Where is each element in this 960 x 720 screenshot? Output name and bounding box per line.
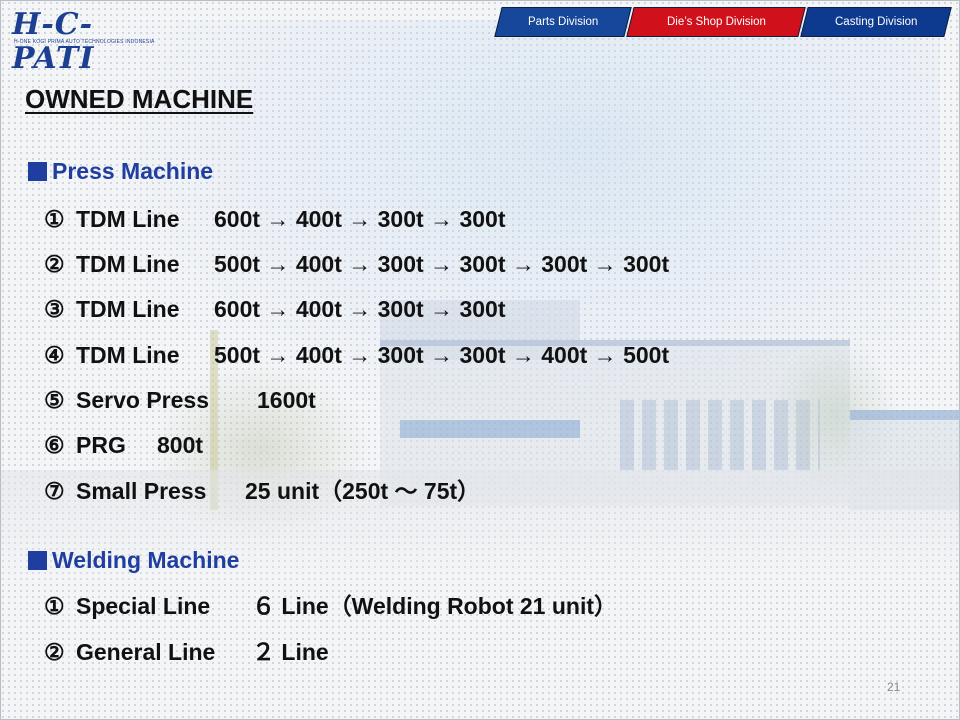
item-number: ⑤ xyxy=(44,387,65,413)
item-name: Servo Press xyxy=(76,387,209,413)
tab-parts-division[interactable]: Parts Division xyxy=(494,7,632,37)
item-number: ② xyxy=(44,639,65,665)
tab-casting-division[interactable]: Casting Division xyxy=(800,7,952,37)
item-number: ② xyxy=(44,251,65,277)
item-spec: 600t → 400t → 300t → 300t xyxy=(214,296,506,322)
item-spec: 25 unit（250t ～ 75t） xyxy=(245,478,481,504)
page-number: 21 xyxy=(887,680,901,694)
press-item-3: ③ TDM Line 600t → 400t → 300t → 300t xyxy=(44,295,505,323)
tab-label: Casting Division xyxy=(834,16,918,28)
company-logo: H-C-PATI H-ONE KOGI PRIMA AUTO TECHNOLOG… xyxy=(12,8,154,76)
item-spec: ２ Line xyxy=(252,639,329,665)
item-number: ③ xyxy=(44,296,65,322)
press-item-6: ⑥ PRG 800t xyxy=(44,431,203,459)
item-spec: 1600t xyxy=(257,387,316,413)
section-heading-label: Welding Machine xyxy=(52,547,240,573)
section-heading-label: Press Machine xyxy=(52,158,214,184)
item-spec: 500t → 400t → 300t → 300t → 300t → 300t xyxy=(214,251,670,277)
press-item-7: ⑦ Small Press 25 unit（250t ～ 75t） xyxy=(44,477,480,505)
item-name: TDM Line xyxy=(76,251,180,277)
item-spec: 800t xyxy=(157,432,204,458)
item-name: TDM Line xyxy=(76,296,180,322)
item-name: PRG xyxy=(76,432,126,458)
tab-dies-shop-division[interactable]: Die’s Shop Division xyxy=(626,7,806,37)
press-item-4: ④ TDM Line 500t → 400t → 300t → 300t → 400… xyxy=(44,341,669,369)
item-number: ⑦ xyxy=(44,478,65,504)
page-title: OWNED MACHINE xyxy=(25,84,254,114)
press-item-2: ② TDM Line 500t → 400t → 300t → 300t → 300… xyxy=(44,250,669,278)
division-tabs: Parts Division Die’s Shop Division Casti… xyxy=(494,7,952,37)
square-bullet-icon xyxy=(28,551,47,570)
item-name: TDM Line xyxy=(76,206,180,232)
press-machine-heading: Press Machine xyxy=(28,158,213,185)
logo-subtitle: H-ONE KOGI PRIMA AUTO TECHNOLOGIES INDON… xyxy=(14,39,155,45)
item-number: ④ xyxy=(44,342,65,368)
tab-label: Die’s Shop Division xyxy=(666,16,766,28)
item-name: Small Press xyxy=(76,478,207,504)
welding-item-2: ② General Line ２ Line xyxy=(44,638,329,666)
welding-machine-heading: Welding Machine xyxy=(28,547,239,574)
item-number: ⑥ xyxy=(44,432,65,458)
logo-text: H-C-PATI xyxy=(12,7,95,76)
welding-item-1: ① Special Line ６ Line（Welding Robot 21 uni… xyxy=(44,592,617,620)
square-bullet-icon xyxy=(28,162,47,181)
press-item-5: ⑤ Servo Press 1600t xyxy=(44,386,316,414)
press-item-1: ① TDM Line 600t → 400t → 300t → 300t xyxy=(44,205,505,233)
item-name: Special Line xyxy=(76,593,211,619)
item-number: ① xyxy=(44,206,65,232)
item-number: ① xyxy=(44,593,65,619)
item-spec: 600t → 400t → 300t → 300t xyxy=(214,206,506,232)
item-spec: ６ Line（Welding Robot 21 unit） xyxy=(252,593,618,619)
item-name: General Line xyxy=(76,639,216,665)
tab-label: Parts Division xyxy=(527,16,599,28)
item-spec: 500t → 400t → 300t → 300t → 400t → 500t xyxy=(214,342,670,368)
item-name: TDM Line xyxy=(76,342,180,368)
